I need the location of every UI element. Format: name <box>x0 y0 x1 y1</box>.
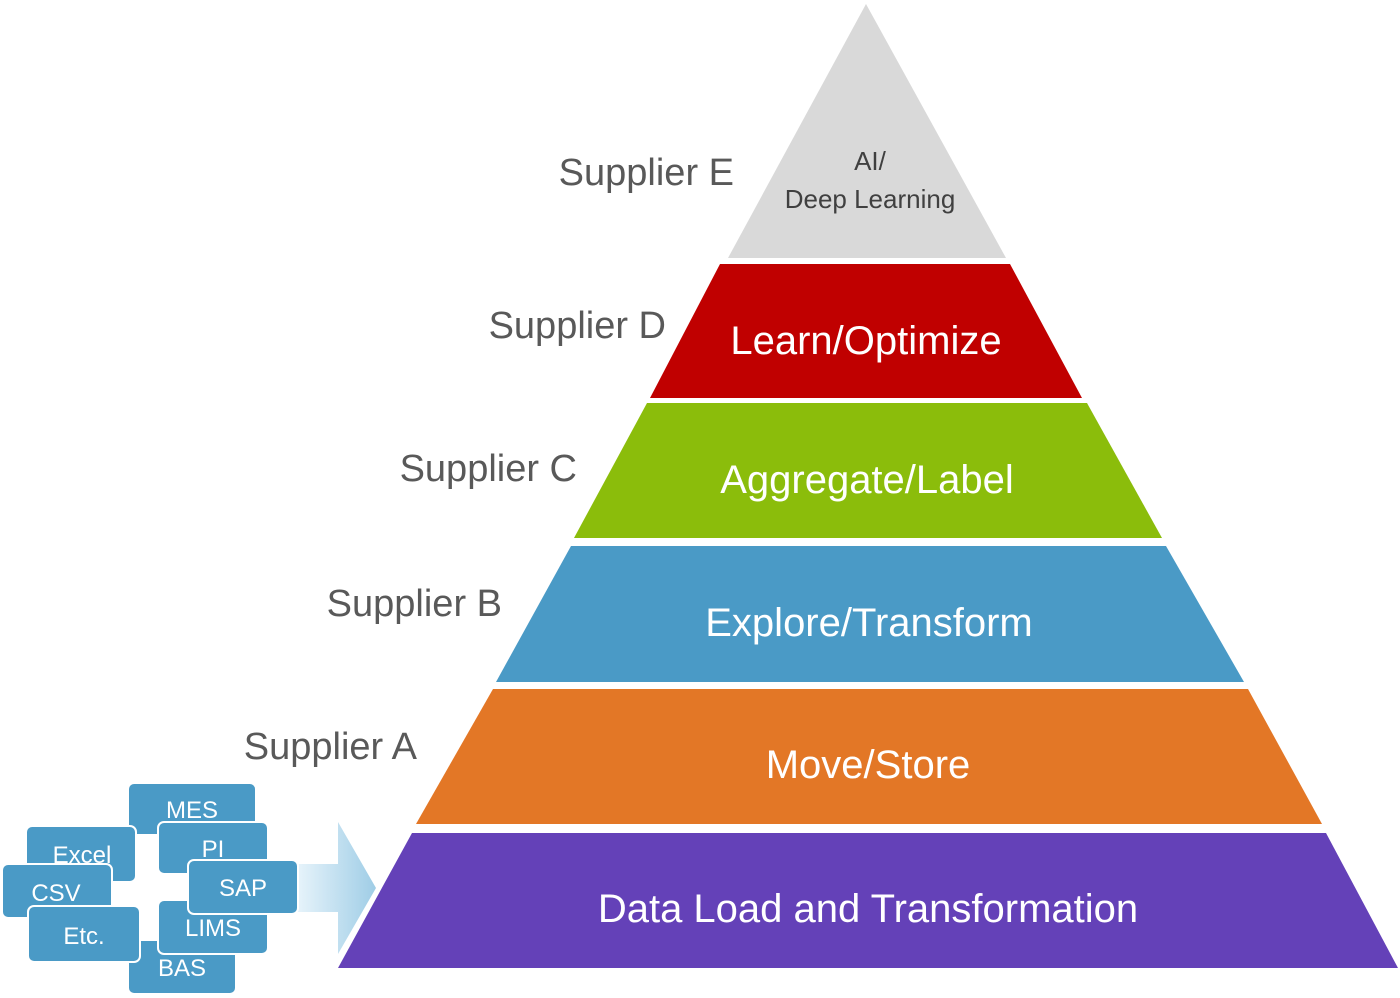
tier-aggregate-label: Aggregate/Label <box>574 403 1162 538</box>
source-label-csv: CSV <box>31 880 80 907</box>
supplier-b-label: Supplier B <box>327 583 502 625</box>
tier-data-load: Data Load and Transformation <box>338 833 1398 968</box>
supplier-d-label: Supplier D <box>489 305 666 347</box>
source-label-etc: Etc. <box>63 923 104 950</box>
tier-data-load-label: Data Load and Transformation <box>598 887 1138 931</box>
source-label-pi: PI <box>202 836 225 863</box>
data-sources: MES Excel PI CSV BAS LIMS SAP Etc. <box>1 782 299 995</box>
tier-explore-transform: Explore/Transform <box>496 546 1244 682</box>
tier-aggregate-label-label: Aggregate/Label <box>720 458 1014 502</box>
source-label-mes: MES <box>166 797 218 824</box>
supplier-a-label: Supplier A <box>244 726 418 768</box>
supplier-c-label: Supplier C <box>400 448 577 490</box>
tier-ai-label-line-1: AI/ <box>854 146 887 176</box>
tier-ai-label-line-2: Deep Learning <box>785 184 956 214</box>
tier-learn-optimize-label: Learn/Optimize <box>730 319 1001 363</box>
tier-learn-optimize: Learn/Optimize <box>650 264 1082 398</box>
tier-ai-deep-learning: AI/ Deep Learning <box>728 4 1006 258</box>
tier-explore-transform-label: Explore/Transform <box>705 601 1033 645</box>
source-label-bas: BAS <box>158 955 206 982</box>
source-box-sap: SAP <box>187 859 299 915</box>
flow-arrow-icon <box>296 822 376 954</box>
tier-move-store: Move/Store <box>416 689 1322 824</box>
tier-move-store-label: Move/Store <box>766 743 971 787</box>
source-box-etc: Etc. <box>27 905 141 963</box>
source-label-lims: LIMS <box>185 915 241 942</box>
supplier-e-label: Supplier E <box>559 152 734 194</box>
source-label-sap: SAP <box>219 875 267 902</box>
